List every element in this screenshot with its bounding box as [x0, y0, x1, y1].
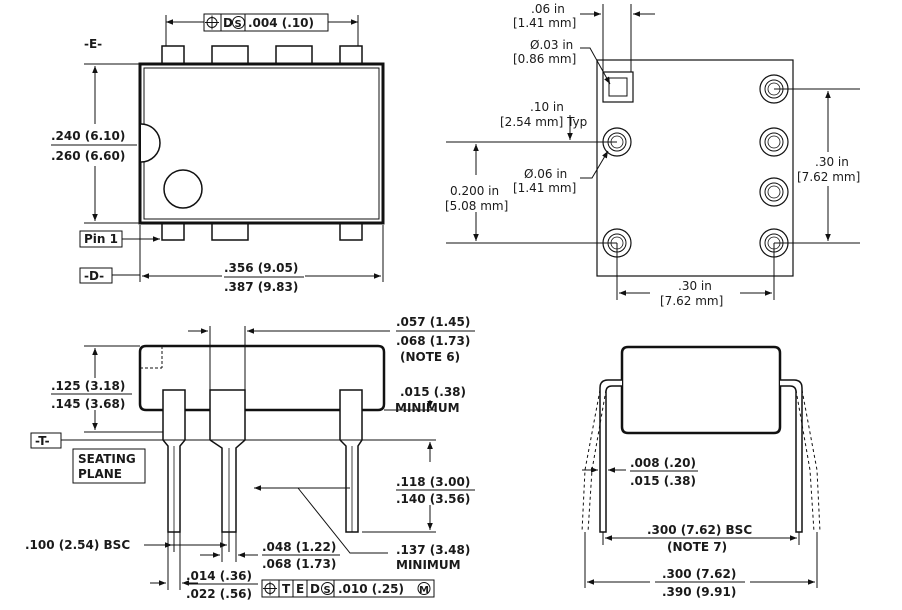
square-hole-dia-in: Ø.03 in	[530, 38, 573, 52]
standoff-value: .015 (.38)	[400, 385, 466, 399]
lead-position-tolerance-frame: T E D S .010 (.25) M	[261, 579, 435, 598]
pad-right-2	[759, 127, 789, 157]
span-mm: [5.08 mm]	[445, 199, 508, 213]
row-spacing-bsc: .300 (7.62) BSC	[647, 523, 752, 537]
pin-bottom-4	[339, 221, 363, 241]
pin-top-1	[161, 45, 185, 65]
pin-top-3	[275, 45, 313, 65]
lead-width-min: .014 (.36)	[186, 569, 252, 583]
row-pitch-mm: [7.62 mm]	[797, 170, 860, 184]
square-hole-dia-mm: [0.86 mm]	[513, 52, 576, 66]
pad-width-mm: [1.41 mm]	[513, 16, 576, 30]
seat-dim-value: .137 (3.48)	[396, 543, 470, 557]
pin-top-4	[339, 45, 363, 65]
lead-position-tolerance: .010 (.25)	[338, 582, 404, 596]
height-min: .240 (6.10)	[51, 129, 125, 143]
length-max: .387 (9.83)	[224, 280, 298, 294]
datum-d: -D-	[84, 269, 104, 283]
hole-dia-in: Ø.06 in	[524, 167, 567, 181]
svg-text:M: M	[419, 585, 429, 596]
pad-right-3	[759, 177, 789, 207]
svg-text:S: S	[235, 19, 242, 30]
shoulder-width-max: .068 (1.73)	[396, 334, 470, 348]
svg-text:S: S	[324, 585, 331, 596]
datum-t: -T-	[35, 434, 50, 448]
body-height-max: .145 (3.68)	[51, 397, 125, 411]
shoulder-width-min: .057 (1.45)	[396, 315, 470, 329]
pin-top-2	[211, 45, 249, 65]
pin-bottom-2	[211, 221, 249, 241]
lead-shoulder-max: .068 (1.73)	[262, 557, 336, 571]
standoff-label: MINIMUM	[395, 401, 460, 415]
body-height-min: .125 (3.18)	[51, 379, 125, 393]
seat-dim-label: MINIMUM	[396, 558, 461, 572]
lead-1	[162, 389, 186, 533]
hole-dia-mm: [1.41 mm]	[513, 181, 576, 195]
package-body-side	[138, 344, 386, 412]
pitch-in: .10 in	[530, 100, 564, 114]
svg-text:D: D	[310, 582, 320, 596]
lead-2	[209, 389, 246, 533]
seating-plane-line2: PLANE	[78, 467, 122, 481]
notch	[140, 123, 161, 163]
pin-bottom-1	[161, 221, 185, 241]
lead-width-max: .022 (.56)	[186, 587, 252, 601]
col-pitch-in: .30 in	[678, 279, 712, 293]
lead-shoulder-min: .048 (1.22)	[262, 540, 336, 554]
height-max: .260 (6.60)	[51, 149, 125, 163]
seating-plane-line1: SEATING	[78, 452, 136, 466]
position-tolerance: .004 (.10)	[248, 16, 314, 30]
note-7: (NOTE 7)	[667, 540, 727, 554]
svg-text:D: D	[223, 16, 233, 30]
datum-e: -E-	[84, 37, 102, 51]
svg-text:T: T	[282, 582, 291, 596]
lead-thickness-max: .015 (.38)	[630, 474, 696, 488]
pitch-mm: [2.54 mm] Typ	[500, 115, 587, 129]
row-pitch-in: .30 in	[815, 155, 849, 169]
side-view: .057 (1.45) .068 (1.73) (NOTE 6) .125 (3…	[25, 315, 475, 601]
svg-text:E: E	[296, 582, 304, 596]
pitch-bsc: .100 (2.54) BSC	[25, 538, 130, 552]
spread-min: .300 (7.62)	[662, 567, 736, 581]
spread-max: .390 (9.91)	[662, 585, 736, 599]
span-in: 0.200 in	[450, 184, 499, 198]
top-view: D S .004 (.10) -E- .240 (6.10) .260 (6.6…	[51, 13, 385, 294]
pad-width-in: .06 in	[531, 2, 565, 16]
end-view: .008 (.20) .015 (.38) .300 (7.62) BSC (N…	[581, 345, 821, 599]
seating-plane-box	[72, 448, 146, 484]
length-min: .356 (9.05)	[224, 261, 298, 275]
pin1-label: Pin 1	[84, 232, 118, 246]
lead-length-max: .140 (3.56)	[396, 492, 470, 506]
col-pitch-mm: [7.62 mm]	[660, 294, 723, 308]
pin1-dot	[163, 169, 203, 209]
pcb-footprint: .06 in [1.41 mm] Ø.03 in [0.86 mm] .10 i…	[445, 2, 860, 308]
lead-thickness-min: .008 (.20)	[630, 456, 696, 470]
note-6: (NOTE 6)	[400, 350, 460, 364]
lead-4	[339, 389, 363, 533]
package-body-end	[620, 345, 782, 435]
lead-length-min: .118 (3.00)	[396, 475, 470, 489]
